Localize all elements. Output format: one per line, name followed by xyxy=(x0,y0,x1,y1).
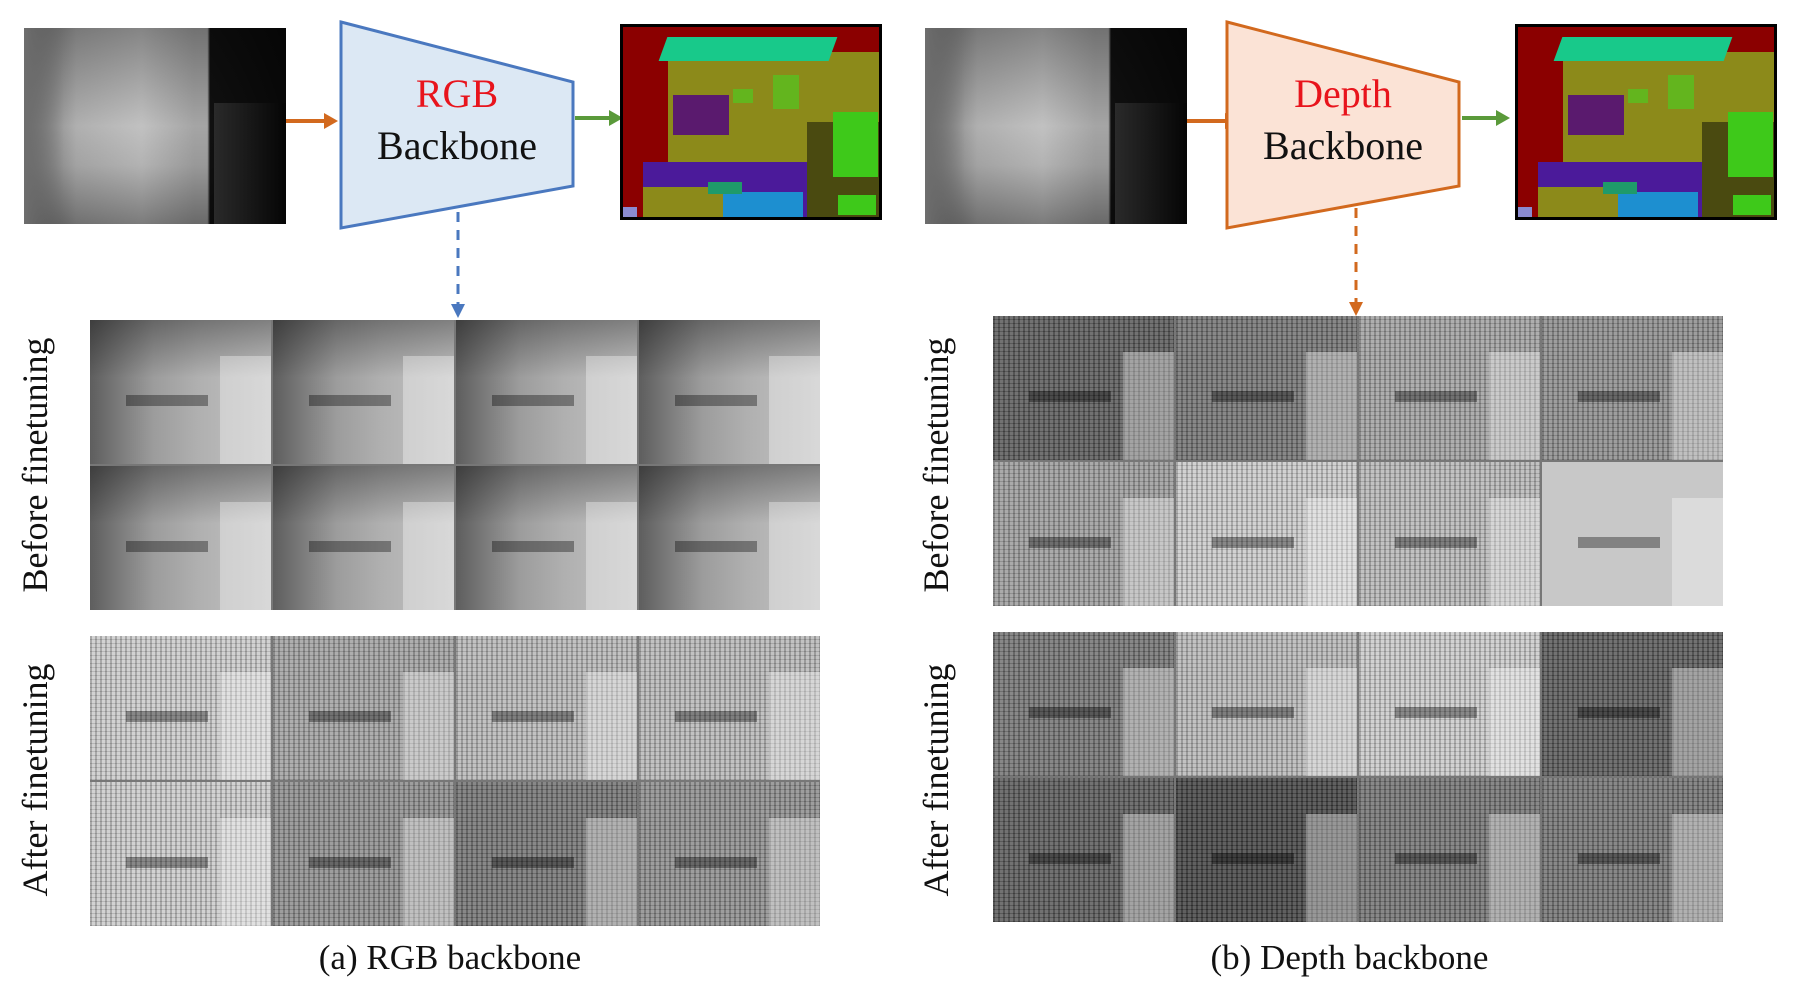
feature-map xyxy=(1359,462,1540,606)
panel-rgb-backbone: RGB Backbone Before finetuning After fin… xyxy=(0,0,900,989)
feature-map xyxy=(90,466,271,610)
feature-map xyxy=(1359,778,1540,922)
depth-backbone-block: Depth Backbone xyxy=(1225,20,1461,230)
output-arrow-icon xyxy=(1462,108,1510,128)
feature-map xyxy=(639,320,820,464)
segmentation-output-image xyxy=(620,24,882,220)
feature-map xyxy=(993,778,1174,922)
caption: (a) RGB backbone xyxy=(0,938,900,978)
feature-map xyxy=(1359,632,1540,776)
feature-map xyxy=(456,636,637,780)
backbone-name: Depth xyxy=(1225,72,1461,116)
feature-grid-after xyxy=(993,632,1723,922)
feature-map xyxy=(1176,632,1357,776)
backbone-label: Backbone xyxy=(339,124,575,168)
feature-map xyxy=(273,320,454,464)
feature-map xyxy=(90,320,271,464)
feature-map xyxy=(993,462,1174,606)
feature-map xyxy=(993,316,1174,460)
feature-map xyxy=(1542,632,1723,776)
backbone-name: RGB xyxy=(339,72,575,116)
feature-map xyxy=(273,466,454,610)
feature-grid-before xyxy=(993,316,1723,606)
rgb-backbone-block: RGB Backbone xyxy=(339,20,575,230)
segmentation-output-image xyxy=(1515,24,1777,220)
panel-depth-backbone: Depth Backbone Before finetuning After f… xyxy=(900,0,1799,989)
feature-map xyxy=(90,782,271,926)
caption: (b) Depth backbone xyxy=(900,938,1799,978)
dashed-arrow-icon xyxy=(1346,208,1366,318)
feature-map xyxy=(1542,778,1723,922)
output-arrow-icon xyxy=(575,108,623,128)
depth-input-image xyxy=(925,28,1187,224)
feature-map xyxy=(1359,316,1540,460)
feature-map xyxy=(273,636,454,780)
feature-map xyxy=(1542,316,1723,460)
feature-map xyxy=(639,782,820,926)
depth-input-image xyxy=(24,28,286,224)
feature-map xyxy=(1542,462,1723,606)
input-arrow-icon xyxy=(286,111,338,131)
feature-map xyxy=(456,466,637,610)
dashed-arrow-icon xyxy=(448,212,468,320)
feature-map xyxy=(456,320,637,464)
feature-map xyxy=(639,636,820,780)
feature-map xyxy=(90,636,271,780)
feature-map xyxy=(1176,316,1357,460)
feature-grid-before xyxy=(90,320,820,610)
feature-map xyxy=(456,782,637,926)
feature-map xyxy=(1176,778,1357,922)
feature-map xyxy=(273,782,454,926)
feature-map xyxy=(1176,462,1357,606)
backbone-label: Backbone xyxy=(1225,124,1461,168)
feature-map xyxy=(639,466,820,610)
feature-map xyxy=(993,632,1174,776)
feature-grid-after xyxy=(90,636,820,926)
